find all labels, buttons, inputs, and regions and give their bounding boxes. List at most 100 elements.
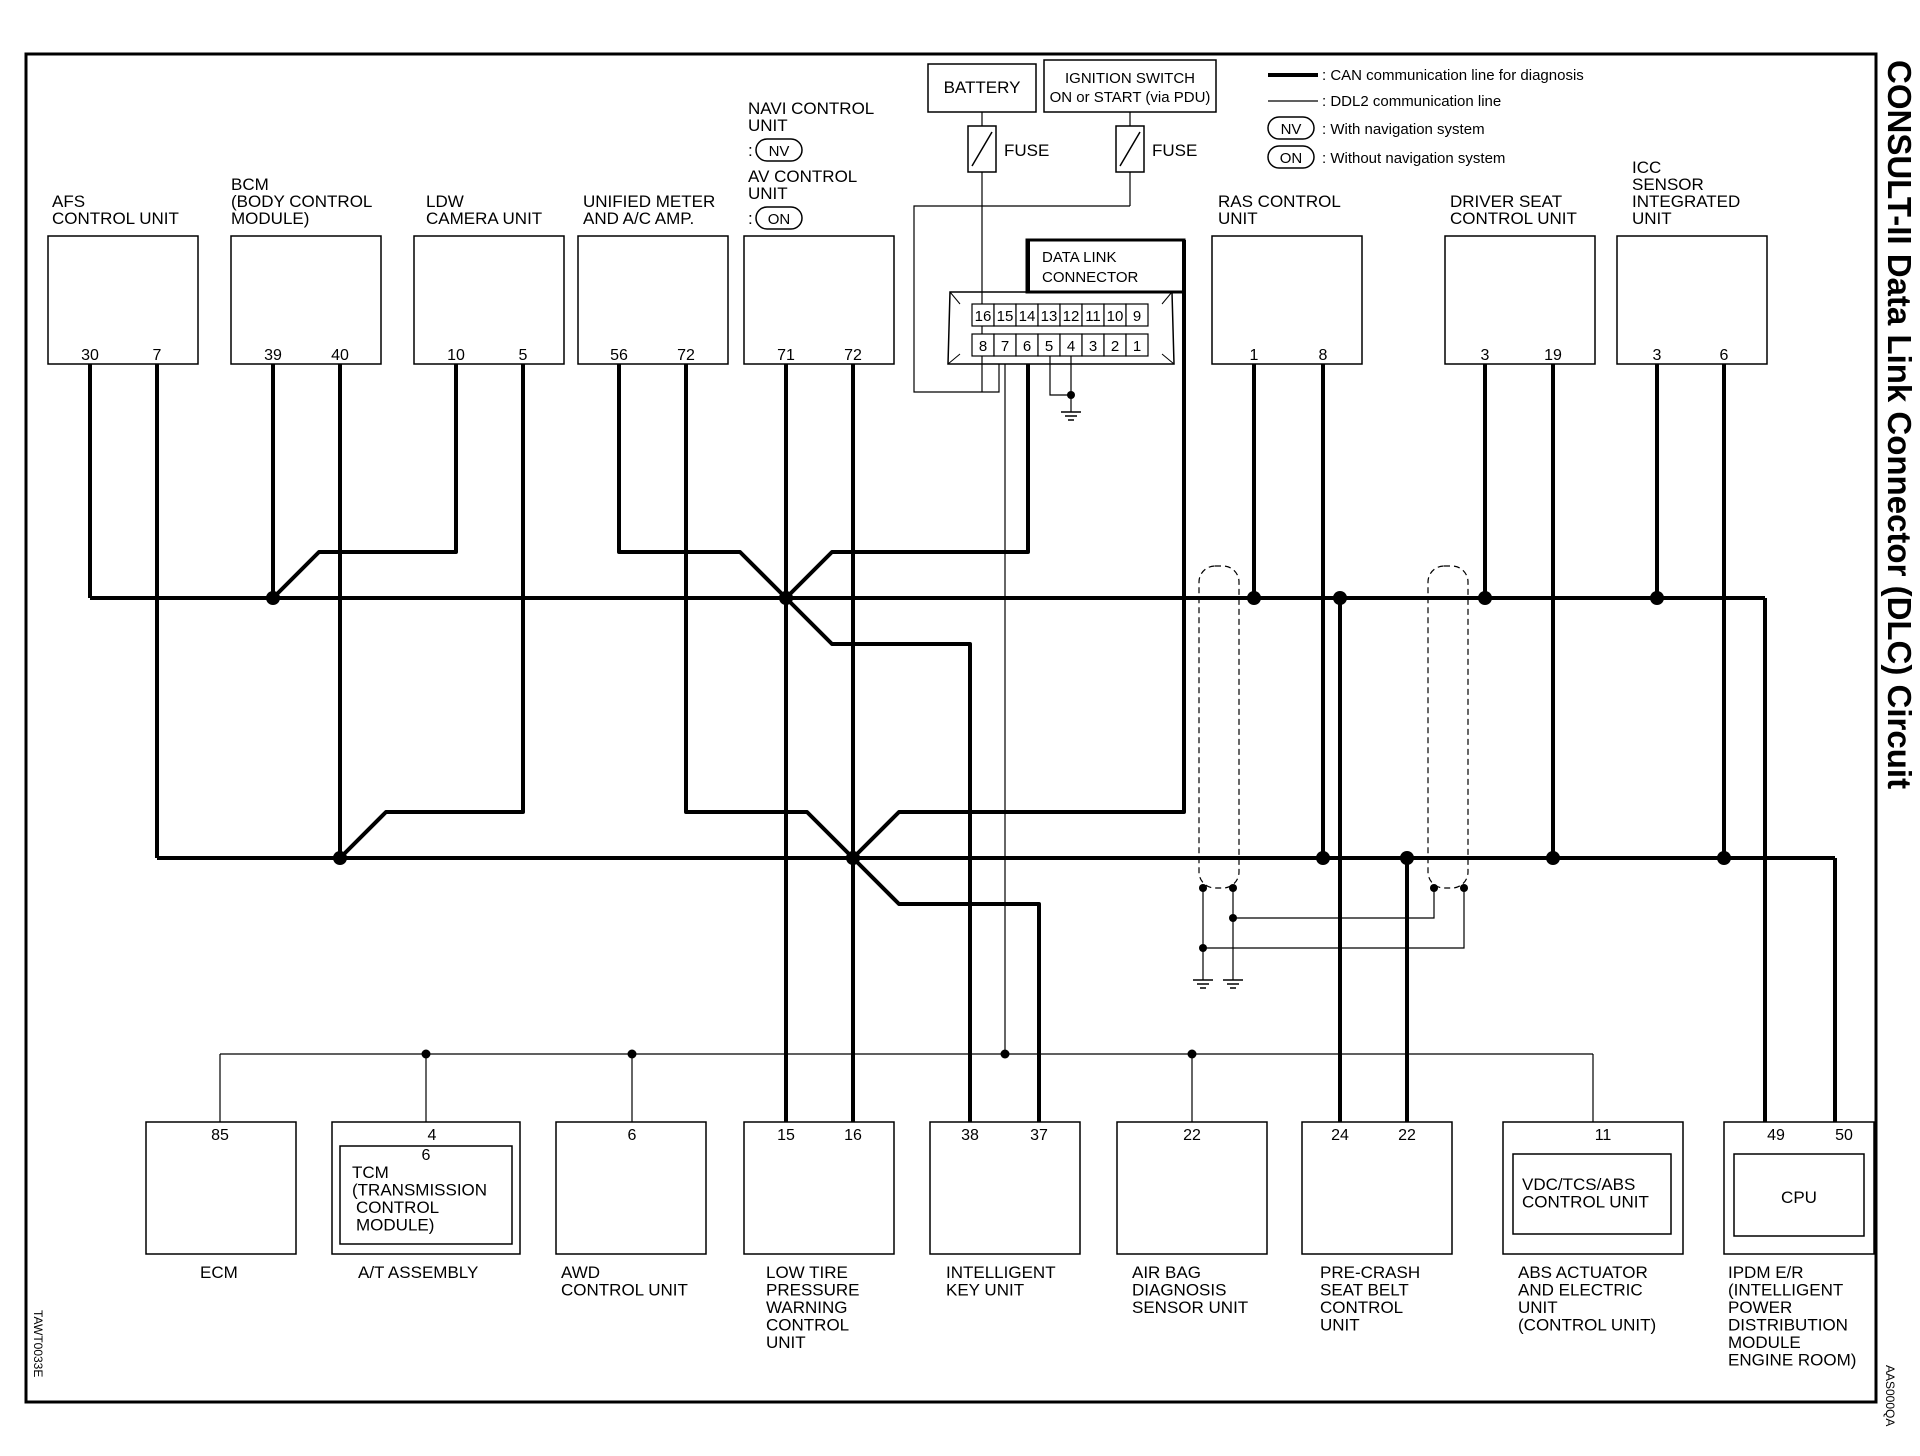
legend-ddl2: : DDL2 communication line	[1322, 93, 1501, 110]
unit-label: ABS ACTUATOR	[1518, 1263, 1648, 1282]
pin-number: 7	[153, 347, 162, 364]
pin-number: 11	[1595, 1127, 1612, 1144]
unit-label: SENSOR	[1632, 175, 1704, 194]
inner-module-label: CONTROL UNIT	[1522, 1193, 1649, 1212]
unit-label: PRESSURE	[766, 1281, 860, 1300]
unit-label: CAMERA UNIT	[426, 209, 542, 228]
unit-box	[577, 235, 729, 365]
diagram-title: CONSULT-II Data Link Connector (DLC) Cir…	[1881, 60, 1918, 789]
unit-label: LOW TIRE	[766, 1263, 848, 1282]
pin-number: 24	[1331, 1127, 1349, 1144]
ground-icon	[1193, 979, 1243, 989]
unit-label: A/T ASSEMBLY	[358, 1263, 478, 1282]
power-supply: BATTERY IGNITION SWITCH ON or START (via…	[913, 59, 1217, 393]
unit-label: INTELLIGENT	[946, 1263, 1056, 1282]
pin-number: 38	[961, 1127, 979, 1144]
unit-label: MODULE)	[231, 209, 309, 228]
unit-box	[743, 235, 895, 365]
pin-number: 6	[1720, 347, 1729, 364]
pin-number: 50	[1835, 1127, 1853, 1144]
pin-number: 30	[81, 347, 99, 364]
unit-label: KEY UNIT	[946, 1281, 1024, 1300]
unit-label: PRE-CRASH	[1320, 1263, 1420, 1282]
navi-label-2: UNIT	[748, 116, 788, 135]
fuse-label-2: FUSE	[1152, 141, 1197, 160]
shield-drain-wires	[1202, 886, 1465, 980]
ddl2-lines	[219, 364, 1594, 1122]
av-label-2: UNIT	[748, 184, 788, 203]
legend-on: : Without navigation system	[1322, 150, 1505, 167]
unit-label: UNIT	[1320, 1316, 1360, 1335]
battery-label: BATTERY	[944, 78, 1021, 97]
unit-box	[555, 1121, 707, 1255]
dlc-pin-number: 16	[975, 308, 992, 325]
pin-number: 16	[844, 1127, 862, 1144]
unit-label: CONTROL UNIT	[1450, 209, 1577, 228]
diagram-frame	[24, 52, 1878, 1404]
unit-label: CONTROL	[1320, 1298, 1403, 1317]
inner-module-label: (TRANSMISSION	[352, 1181, 487, 1200]
navi-label-1: NAVI CONTROL	[748, 99, 874, 118]
legend-can: : CAN communication line for diagnosis	[1322, 67, 1584, 84]
unit-label: ECM	[200, 1263, 238, 1282]
unit-label: UNIT	[766, 1333, 806, 1352]
unit-label: BCM	[231, 175, 269, 194]
unit-box	[1116, 1121, 1268, 1255]
dlc-pin-number: 3	[1089, 338, 1097, 355]
can-lines	[88, 240, 1837, 1122]
pin-number: 22	[1398, 1127, 1416, 1144]
dlc-pin-number: 14	[1019, 308, 1036, 325]
dlc-label-2: CONNECTOR	[1042, 269, 1139, 286]
av-on-marker: ON	[768, 211, 791, 228]
unit-box	[1211, 235, 1363, 365]
unit-label: RAS CONTROL	[1218, 192, 1341, 211]
at-assembly: 4A/T ASSEMBLYTCM(TRANSMISSIONCONTROLMODU…	[331, 1121, 521, 1282]
unit-label: UNIT	[1518, 1298, 1558, 1317]
unit-label: INTEGRATED	[1632, 192, 1740, 211]
shield-dots	[1199, 884, 1468, 952]
pin-number: 71	[777, 347, 795, 364]
navi-nv-prefix: :	[748, 141, 753, 160]
ignition-label-2: ON or START (via PDU)	[1050, 89, 1211, 106]
navi-nv-marker: NV	[769, 143, 790, 160]
pin-number: 15	[777, 1127, 795, 1144]
unit-box	[413, 235, 565, 365]
unit-label: CONTROL UNIT	[52, 209, 179, 228]
inner-module-box	[1512, 1153, 1672, 1235]
unit-box	[47, 235, 199, 365]
shield-pairs	[1198, 565, 1469, 889]
inner-module-label: MODULE)	[356, 1216, 434, 1235]
dlc-pin-number: 5	[1045, 338, 1053, 355]
figure-code-right: AAS000QA	[1883, 1365, 1897, 1426]
unit-label: CONTROL	[766, 1316, 849, 1335]
inner-module-label: VDC/TCS/ABS	[1522, 1175, 1635, 1194]
pin-number: 1	[1250, 347, 1259, 364]
unit-label: (BODY CONTROL	[231, 192, 372, 211]
dlc-pin-number: 2	[1111, 338, 1119, 355]
unit-label: AIR BAG	[1132, 1263, 1201, 1282]
unit-label: SEAT BELT	[1320, 1281, 1409, 1300]
pin-number: 3	[1653, 347, 1662, 364]
unit-label: DIAGNOSIS	[1132, 1281, 1226, 1300]
dlc-pin-cell	[1125, 303, 1149, 327]
legend-nv: : With navigation system	[1322, 121, 1485, 138]
pin-number: 56	[610, 347, 628, 364]
inner-module-label: TCM	[352, 1163, 389, 1182]
pin-number: 4	[428, 1127, 437, 1144]
pin-number: 5	[519, 347, 528, 364]
inner-pin-number: 6	[422, 1147, 431, 1164]
dlc-pin-number: 6	[1023, 338, 1031, 355]
dlc-pin-cell	[1125, 333, 1149, 357]
dlc-pin-number: 12	[1063, 308, 1080, 325]
dlc-pin-number: 7	[1001, 338, 1009, 355]
pin-number: 3	[1481, 347, 1490, 364]
